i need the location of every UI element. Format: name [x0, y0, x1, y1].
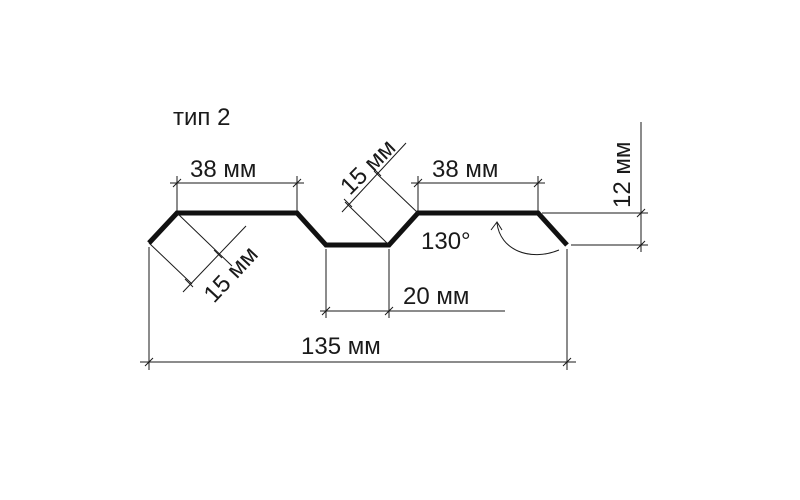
label-top-right-width: 38 мм — [432, 156, 498, 183]
label-slope-upper: 15 мм — [335, 134, 401, 200]
dimension-top-right-width: 38 мм — [411, 156, 545, 211]
label-bottom-width: 20 мм — [403, 283, 469, 310]
dimension-top-left-width: 38 мм — [170, 156, 304, 211]
dimension-bottom-width: 20 мм — [320, 249, 505, 318]
dimension-total-width: 135 мм — [140, 247, 576, 370]
label-top-left-width: 38 мм — [190, 156, 256, 183]
label-slope-lower: 15 мм — [199, 241, 264, 308]
dimension-height: 12 мм — [542, 122, 648, 252]
label-height: 12 мм — [609, 142, 636, 208]
label-total-width: 135 мм — [301, 333, 381, 360]
drawing-title: тип 2 — [173, 104, 230, 131]
label-angle: 130° — [421, 228, 471, 255]
angle-indicator: 130° — [421, 221, 560, 256]
profile-outline — [147, 210, 569, 248]
